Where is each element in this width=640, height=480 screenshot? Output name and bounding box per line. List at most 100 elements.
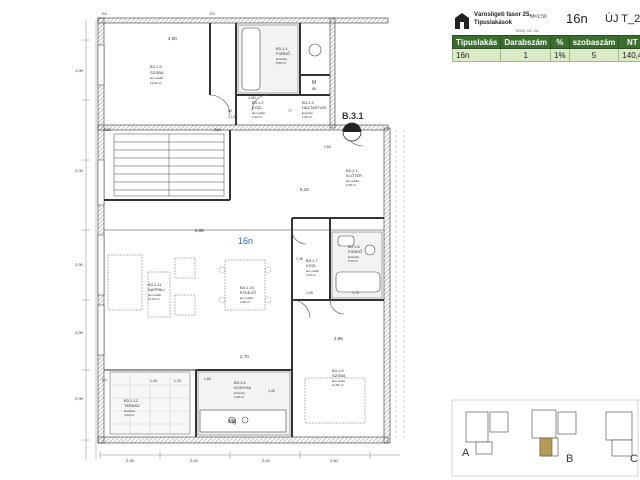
room-code: B3.1.9	[332, 368, 344, 373]
dim-label: 1,60	[204, 377, 211, 381]
opening-marks: D1 D1 D61 D61 D1 M Mg	[102, 11, 316, 425]
staircase	[113, 133, 225, 197]
col-header: NT	[618, 35, 640, 49]
dim-label: 77	[288, 109, 292, 113]
dim-label: 2,70	[240, 354, 249, 359]
room-code: B3.1.2	[252, 100, 264, 105]
dim-label: 1,40	[150, 379, 157, 383]
scale-label: M=1:50	[530, 14, 547, 20]
room-code: B3.1.12	[124, 398, 139, 403]
dim-label: 2,00	[75, 168, 84, 173]
room-floor: kerámia	[302, 111, 313, 115]
dim-label: 5,65	[195, 228, 204, 233]
section-label: B.3.1	[342, 111, 364, 121]
room-area: 5,55 m²	[276, 61, 286, 65]
room-area: 5,70 m²	[348, 259, 358, 263]
table-cell: 16n	[451, 48, 502, 62]
room-label: B3.1.3 HÁZTARTÁSI kerámia 1,65 m²	[302, 100, 327, 119]
room-name: HÁZTARTÁSI	[302, 105, 327, 110]
dim-label: 80	[228, 109, 232, 113]
room-code: B3.1.6	[234, 380, 246, 385]
room-label: B3.1.9 SZOBA lam.padló 11,60 m²	[332, 368, 346, 387]
dim-label: 4,00	[168, 36, 177, 41]
dim-label: 1,05	[306, 291, 313, 295]
title-block: Városligeti fasor 25. Típuslakások M=1:5…	[446, 6, 640, 62]
room-floor: lam.padló	[346, 179, 359, 183]
bottom-dimension-lines	[99, 451, 400, 459]
summary-header-row: Típuslakás Darabszám % szobaszám NT	[451, 35, 640, 49]
room-name: TERASZ	[124, 403, 140, 408]
room-name: SZOBA	[150, 70, 164, 75]
room-code: B3.1.7	[306, 258, 318, 263]
dim-label: 2,60	[324, 145, 331, 149]
room-area: 12,00 m²	[150, 81, 162, 85]
dim-label: 2,35	[296, 257, 303, 261]
room-area: 6,38 m²	[346, 183, 356, 187]
room-label: B3.1.10 ÉTKEZŐ lam.padló 2,38 m²	[240, 285, 256, 304]
col-header: %	[550, 35, 570, 49]
project-subtitle: Típuslakások	[474, 20, 513, 26]
dim-label: 2,00	[262, 458, 271, 463]
room-name: SZOBA	[332, 373, 346, 378]
dim-label: 1,00	[75, 68, 84, 73]
dim-label: 85	[312, 87, 316, 91]
room-name: KONYHA	[234, 385, 251, 390]
room-floor: kerámia	[276, 57, 287, 61]
room-area: 11,60 m²	[332, 383, 344, 387]
dim-label: 2,13	[228, 115, 235, 119]
dim-label: 1,40	[268, 389, 275, 393]
dim-label: 2,00	[330, 458, 339, 463]
room-label: B3.1.12 TERASZ kerámia 3,00 m²	[124, 398, 140, 417]
room-floor: kerámia	[234, 391, 245, 395]
highlighted-unit	[539, 437, 553, 457]
room-area: 3,40 m²	[252, 115, 262, 119]
room-code: B3.1.5	[150, 64, 162, 69]
col-header: Darabszám	[500, 35, 552, 49]
dim-label: 2,00	[75, 262, 84, 267]
key-plan-label-b: B	[566, 453, 573, 465]
room-floor: kerámia	[124, 409, 135, 413]
section-marker	[342, 122, 362, 142]
mark-label: D1	[102, 11, 108, 16]
room-floor: lam.padló	[148, 293, 161, 297]
dim-label: 2,35	[126, 458, 135, 463]
reference-label: ÚJ T_24_	[605, 13, 640, 25]
room-label: B3.1.6 KONYHA kerámia 3,48 m²	[234, 380, 251, 399]
room-name: FÜRDŐ	[348, 249, 362, 254]
room-area: 2,63 m²	[306, 273, 316, 277]
room-name: FÜRDŐ	[276, 51, 290, 56]
key-plan-label-c: C	[630, 453, 638, 465]
mark-label: D1	[102, 377, 108, 382]
room-name: ELŐTÉR	[346, 173, 362, 178]
table-cell: 1	[500, 48, 552, 62]
room-code: B3.1.3	[302, 100, 314, 105]
mark-label: Mg	[228, 419, 236, 425]
dimension-labels: 4,00 1,80 80 77 2,13 85 5,15 2,60 5,65 2…	[75, 36, 359, 463]
mark-label: D1	[210, 11, 216, 16]
dim-label: 5,15	[300, 187, 309, 192]
dim-label: 2,00	[190, 458, 199, 463]
dim-label: 1,80	[248, 95, 257, 100]
building-logo-icon	[455, 13, 469, 29]
room-floor: lam.padló	[306, 269, 319, 273]
room-label: B3.1.1 ELŐTÉR lam.padló 6,38 m²	[346, 168, 362, 187]
room-floor: lam.padló	[252, 111, 265, 115]
room-code: B3.1.1	[346, 168, 358, 173]
dim-label: 1,20	[174, 379, 181, 383]
room-name: KÖZL.	[252, 105, 264, 110]
room-floor: lam.padló	[332, 379, 345, 383]
dim-label: 1,70	[352, 291, 359, 295]
col-header: Típuslakás	[451, 35, 502, 49]
mark-label: D61	[214, 127, 222, 132]
room-floor: kerámia	[348, 255, 359, 259]
table-cell: 1%	[550, 48, 570, 62]
room-label: B3.1.2 KÖZL. lam.padló 3,40 m²	[252, 100, 265, 119]
unit-label: 16n	[238, 236, 253, 246]
interior-walls	[104, 23, 384, 437]
dim-label: 2,95	[334, 336, 343, 341]
room-area: 27,90 m²	[148, 297, 160, 301]
room-label: B3.1.11 NAPPALI lam.padló 27,90 m²	[148, 282, 165, 301]
room-floor: lam.padló	[240, 296, 253, 300]
mark-label: M	[312, 80, 316, 86]
